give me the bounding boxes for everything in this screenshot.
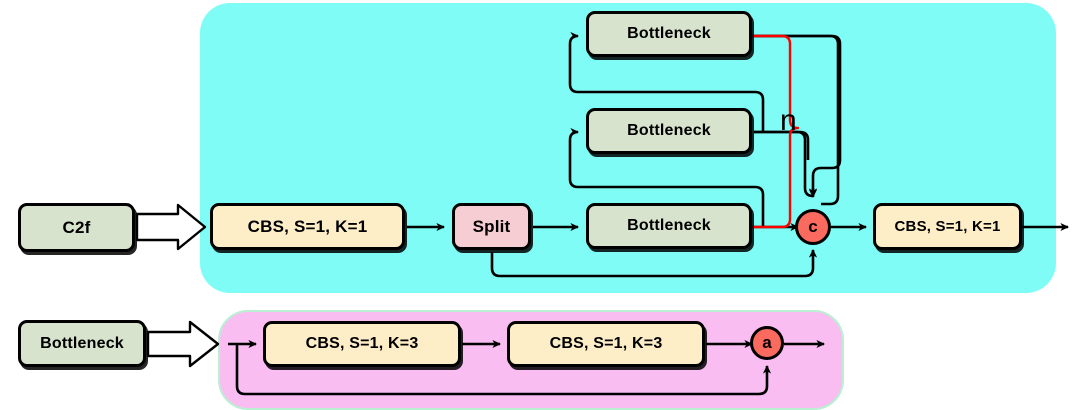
- bottleneck-box-3[interactable]: Bottleneck: [586, 203, 752, 249]
- repeat-count-label: n: [780, 104, 797, 137]
- bottleneck-1-text: Bottleneck: [627, 25, 711, 42]
- bottleneck-conv1-box[interactable]: CBS, S=1, K=3: [263, 321, 461, 367]
- add-circle[interactable]: a: [750, 326, 784, 360]
- add-text: a: [762, 333, 772, 352]
- bottleneck-box-2[interactable]: Bottleneck: [586, 108, 752, 154]
- c2f-output-conv-text: CBS, S=1, K=1: [894, 218, 1001, 235]
- c2f-input-conv-text: CBS, S=1, K=1: [247, 216, 368, 236]
- bottleneck-label-text: Bottleneck: [40, 334, 124, 352]
- concat-circle[interactable]: c: [795, 209, 831, 245]
- bottleneck-box-1[interactable]: Bottleneck: [586, 11, 752, 57]
- c2f-label-box[interactable]: C2f: [18, 203, 135, 252]
- split-text: Split: [472, 216, 511, 236]
- bottleneck-2-text: Bottleneck: [627, 122, 711, 139]
- split-box[interactable]: Split: [452, 203, 531, 250]
- c2f-label-text: C2f: [62, 217, 91, 237]
- c2f-output-conv-box[interactable]: CBS, S=1, K=1: [873, 203, 1022, 250]
- concat-text: c: [808, 217, 818, 236]
- bottleneck-conv2-text: CBS, S=1, K=3: [549, 335, 663, 352]
- bottleneck-label-box[interactable]: Bottleneck: [18, 320, 146, 367]
- c2f-input-conv-box[interactable]: CBS, S=1, K=1: [210, 203, 405, 250]
- bottleneck-conv1-text: CBS, S=1, K=3: [305, 335, 419, 352]
- bottleneck-3-text: Bottleneck: [627, 217, 711, 234]
- bottleneck-conv2-box[interactable]: CBS, S=1, K=3: [507, 321, 705, 367]
